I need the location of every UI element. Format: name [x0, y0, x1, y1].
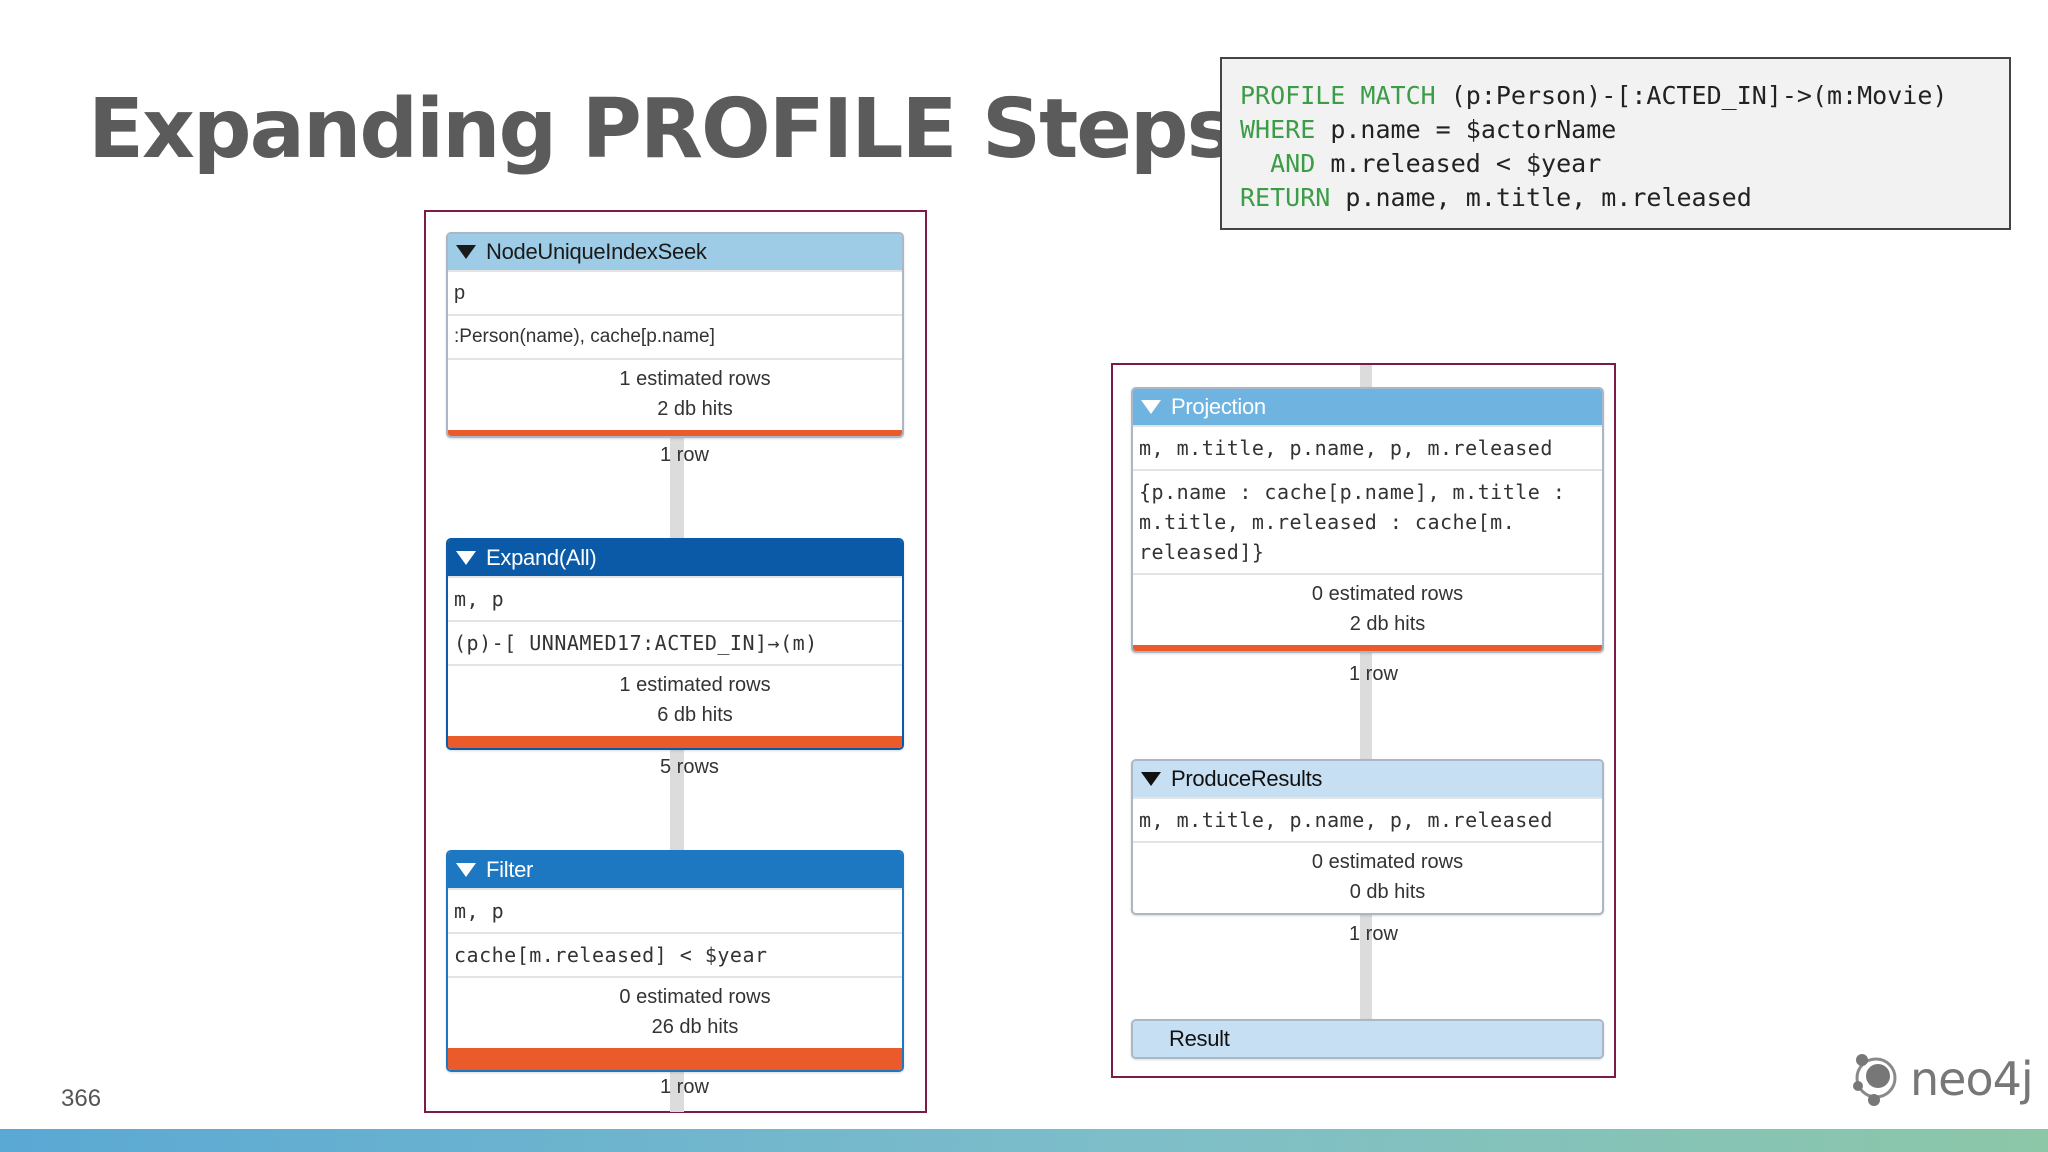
neo4j-logo: neo4j [1850, 1050, 2034, 1108]
edge-row-count: 1 row [660, 1076, 709, 1098]
edge-row-count: 1 row [1349, 923, 1398, 945]
operator-variables: m, p [448, 888, 902, 932]
db-hits-bar [1133, 645, 1602, 651]
operator-header[interactable]: ProduceResults [1133, 761, 1602, 797]
operator-expand-all[interactable]: Expand(All) m, p (p)-[ UNNAMED17:ACTED_I… [446, 538, 904, 750]
operator-header[interactable]: NodeUniqueIndexSeek [448, 234, 902, 270]
db-hits: 6 db hits [657, 704, 733, 726]
operator-header[interactable]: Filter [448, 852, 902, 888]
operator-name: ProduceResults [1171, 766, 1323, 791]
operator-variables: p [448, 270, 902, 314]
edge-row-count: 1 row [1349, 663, 1398, 685]
query-line-4: RETURN p.name, m.title, m.released [1240, 181, 2009, 215]
operator-name: Expand(All) [486, 545, 597, 570]
operator-filter[interactable]: Filter m, p cache[m.released] < $year 0 … [446, 850, 904, 1072]
query-keyword: AND [1240, 149, 1316, 178]
query-text: p.name = $actorName [1315, 115, 1617, 144]
page-number: 366 [61, 1085, 102, 1112]
result-label: Result [1133, 1021, 1602, 1057]
operator-stats: 0 estimated rows 0 db hits [1133, 841, 1602, 913]
collapse-triangle-icon[interactable] [456, 551, 476, 565]
estimated-rows: 0 estimated rows [1311, 851, 1464, 873]
query-keyword: PROFILE MATCH [1240, 81, 1436, 110]
operator-details: (p)-[ UNNAMED17:ACTED_IN]→(m) [448, 620, 902, 664]
collapse-triangle-icon[interactable] [456, 863, 476, 877]
operator-name: Projection [1171, 394, 1266, 419]
query-line-3: AND m.released < $year [1240, 147, 2009, 181]
logo-text: neo4j [1910, 1052, 2034, 1106]
db-hits-bar [448, 430, 902, 436]
operator-variables: m, m.title, p.name, p, m.released [1133, 797, 1602, 841]
query-text: (p:Person)-[:ACTED_IN]->(m:Movie) [1435, 81, 1948, 110]
operator-variables: m, m.title, p.name, p, m.released [1133, 425, 1602, 469]
estimated-rows: 1 estimated rows [619, 368, 771, 390]
operator-stats: 0 estimated rows 26 db hits [448, 976, 902, 1048]
query-line-1: PROFILE MATCH (p:Person)-[:ACTED_IN]->(m… [1240, 79, 2009, 113]
operator-header[interactable]: Projection [1133, 389, 1602, 425]
operator-stats: 1 estimated rows 2 db hits [448, 358, 902, 430]
query-text: p.name, m.title, m.released [1330, 183, 1752, 212]
operator-details: cache[m.released] < $year [448, 932, 902, 976]
operator-stats: 0 estimated rows 2 db hits [1133, 573, 1602, 645]
db-hits: 2 db hits [1349, 613, 1426, 635]
operator-name: Filter [486, 857, 534, 882]
slide-title: Expanding PROFILE Steps [88, 82, 1235, 177]
db-hits-bar [448, 736, 902, 748]
query-text: m.released < $year [1315, 149, 1602, 178]
estimated-rows: 1 estimated rows [619, 674, 771, 696]
operator-variables: m, p [448, 576, 902, 620]
query-line-2: WHERE p.name = $actorName [1240, 113, 2009, 147]
operator-node-unique-index-seek[interactable]: NodeUniqueIndexSeek p :Person(name), cac… [446, 232, 904, 438]
query-keyword: RETURN [1240, 183, 1331, 212]
estimated-rows: 0 estimated rows [619, 986, 771, 1008]
db-hits: 26 db hits [651, 1016, 739, 1038]
neo4j-graph-icon [1853, 1054, 1897, 1106]
operator-name: NodeUniqueIndexSeek [486, 239, 707, 264]
collapse-triangle-icon[interactable] [1141, 772, 1161, 786]
edge-row-count: 5 rows [660, 756, 719, 778]
operator-result[interactable]: Result [1131, 1019, 1604, 1059]
operator-details: {p.name : cache[p.name], m.title : m.tit… [1133, 469, 1602, 573]
db-hits: 0 db hits [1349, 881, 1426, 903]
db-hits-bar [448, 1048, 902, 1070]
operator-produce-results[interactable]: ProduceResults m, m.title, p.name, p, m.… [1131, 759, 1604, 915]
db-hits: 2 db hits [657, 398, 733, 420]
profile-plan-left: NodeUniqueIndexSeek p :Person(name), cac… [424, 210, 927, 1113]
cypher-query-box: PROFILE MATCH (p:Person)-[:ACTED_IN]->(m… [1220, 57, 2011, 230]
query-keyword: WHERE [1240, 115, 1316, 144]
footer-gradient-bar [0, 1129, 2048, 1152]
operator-header[interactable]: Expand(All) [448, 540, 902, 576]
operator-details: :Person(name), cache[p.name] [448, 314, 902, 358]
estimated-rows: 0 estimated rows [1311, 583, 1464, 605]
operator-projection[interactable]: Projection m, m.title, p.name, p, m.rele… [1131, 387, 1604, 653]
collapse-triangle-icon[interactable] [1141, 400, 1161, 414]
collapse-triangle-icon[interactable] [456, 245, 476, 259]
operator-stats: 1 estimated rows 6 db hits [448, 664, 902, 736]
edge-row-count: 1 row [660, 444, 709, 466]
profile-plan-right: Projection m, m.title, p.name, p, m.rele… [1111, 363, 1616, 1078]
